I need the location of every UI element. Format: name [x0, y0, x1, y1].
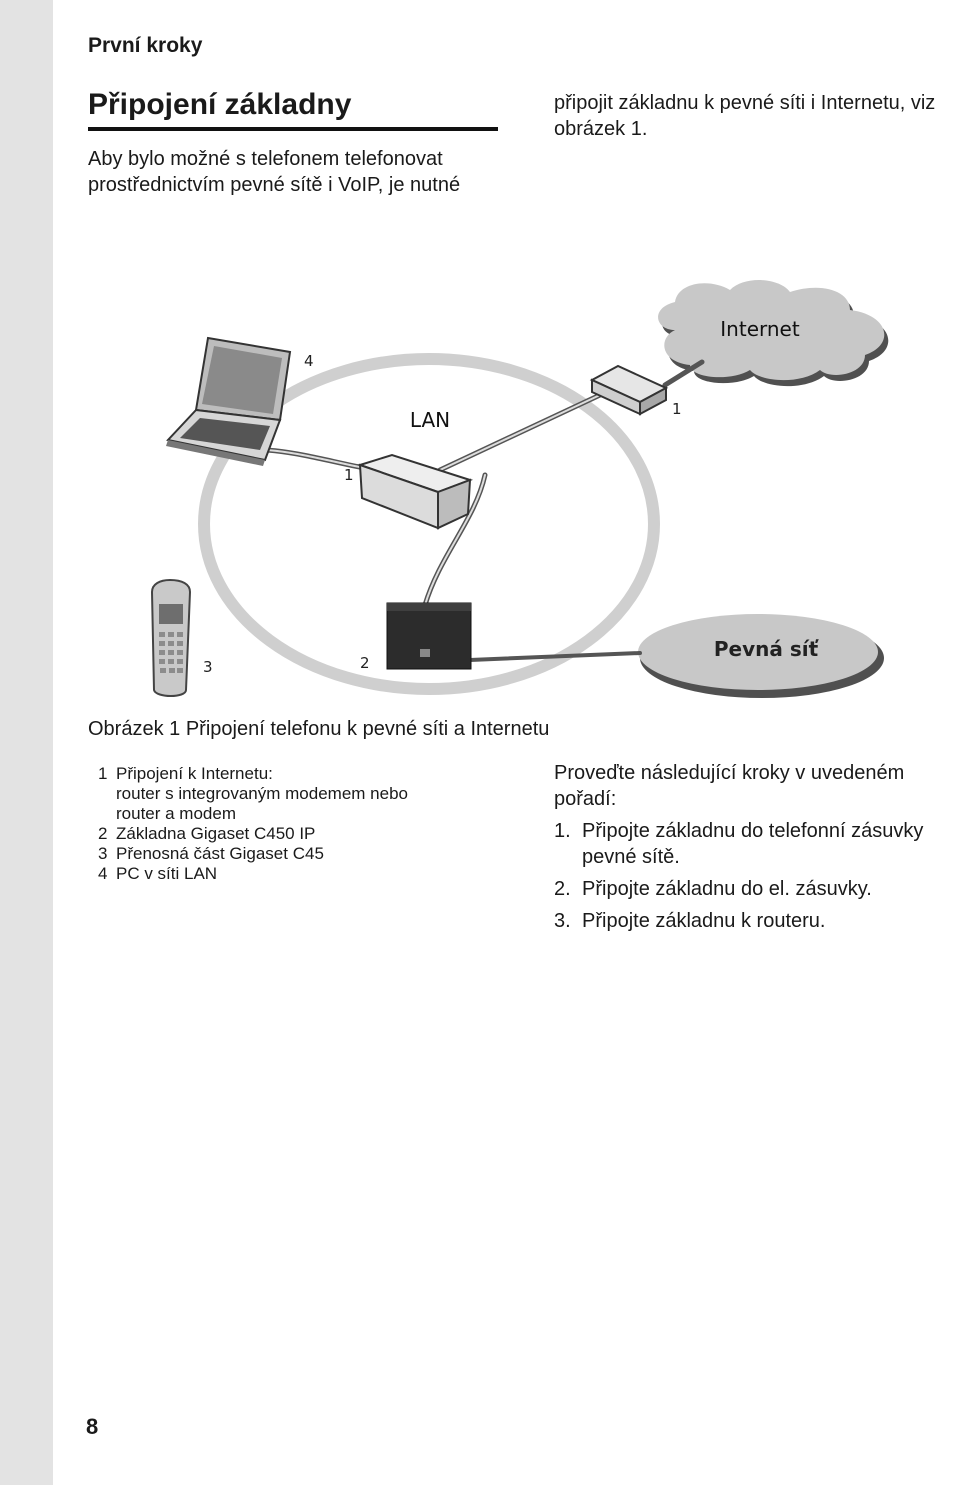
label-lan: LAN	[410, 408, 450, 432]
legend-item-number: 1	[98, 764, 108, 783]
intro-text-right: připojit základnu k pevné síti i Interne…	[554, 92, 936, 140]
step-item: 3. Připojte základnu k routeru.	[554, 908, 960, 934]
legend-item: 3 Přenosná část Gigaset C45	[98, 844, 518, 864]
internet-cloud	[658, 280, 889, 387]
modem-icon	[589, 364, 669, 416]
legend-item-text: Přenosná část Gigaset C45	[116, 844, 324, 863]
figure-caption: Obrázek 1 Připojení telefonu k pevné sít…	[88, 718, 550, 740]
legend-item-number: 3	[98, 844, 108, 863]
step-item: 2. Připojte základnu do el. zásuvky.	[554, 876, 960, 902]
page-number: 8	[86, 1414, 99, 1439]
lan-network-ellipse	[198, 353, 660, 695]
step-number: 2.	[554, 878, 571, 900]
legend-item-text: Základna Gigaset C450 IP	[116, 824, 316, 843]
legend-item-text: Připojení k Internetu:	[116, 764, 273, 783]
label-num-handset: 3	[203, 658, 213, 676]
section-header: První kroky	[88, 34, 203, 57]
instruction-steps: Proveďte následující kroky v uvedeném po…	[554, 760, 960, 940]
legend-item: 2 Základna Gigaset C450 IP	[98, 824, 518, 844]
label-num-pc: 4	[304, 352, 314, 370]
label-internet: Internet	[720, 317, 800, 341]
cable-base-landline	[468, 651, 642, 662]
legend-item-text: PC v síti LAN	[116, 864, 218, 883]
legend-item-number: 2	[98, 824, 108, 843]
connection-diagram: Internet LAN Pevná síť 4 1 1 3 2	[130, 270, 920, 710]
figure-legend: 1 Připojení k Internetu: router s integr…	[98, 764, 518, 884]
step-text: Připojte základnu do el. zásuvky.	[582, 878, 872, 900]
legend-item: 4 PC v síti LAN	[98, 864, 518, 884]
label-landline: Pevná síť	[714, 637, 820, 661]
legend-item-subtext: router a modem	[116, 804, 236, 823]
laptop-pc-icon	[166, 336, 292, 466]
legend-item-subtext: router s integrovaným modemem nebo	[116, 784, 408, 803]
label-num-router: 1	[344, 466, 354, 484]
step-text: Připojte základnu do telefonní zásuvky p…	[582, 820, 924, 868]
landline-cloud	[638, 614, 884, 698]
base-station-icon	[386, 602, 472, 670]
step-item: 1. Připojte základnu do telefonní zásuvk…	[554, 818, 960, 870]
title-underline	[88, 127, 498, 131]
router-icon	[356, 453, 474, 530]
intro-text-left: Aby bylo možné s telefonem telefonovat p…	[88, 148, 461, 196]
label-num-base: 2	[360, 654, 370, 672]
legend-item-number: 4	[98, 864, 108, 883]
step-text: Připojte základnu k routeru.	[582, 910, 826, 932]
handset-icon	[150, 578, 192, 697]
legend-item: 1 Připojení k Internetu: router s integr…	[98, 764, 518, 824]
cable-modem-internet	[662, 359, 705, 388]
side-margin-bar	[0, 0, 53, 1485]
page-title: Připojení základny	[88, 88, 352, 121]
step-number: 1.	[554, 820, 571, 842]
step-number: 3.	[554, 910, 571, 932]
label-num-modem: 1	[672, 400, 682, 418]
steps-lead: Proveďte následující kroky v uvedeném po…	[554, 762, 905, 810]
